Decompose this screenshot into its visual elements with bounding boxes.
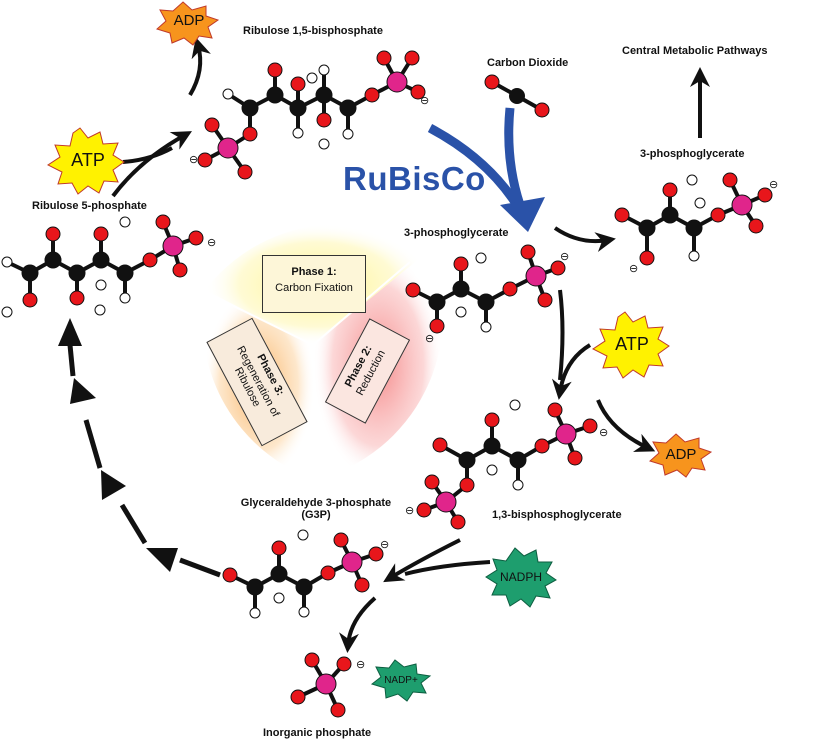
nadp-burst — [370, 659, 432, 702]
co2-molecule — [484, 74, 550, 118]
atp-left-badge: ATP — [71, 150, 105, 170]
co2-label: Carbon Dioxide — [487, 57, 569, 69]
rubisco-arrow — [427, 107, 545, 232]
phase1-title: Phase 1: — [291, 266, 337, 278]
r5p-atoms — [1, 214, 204, 318]
g3p-label-line1: Glyceraldehyde 3-phosphate — [240, 497, 392, 509]
charge-bpg-1: ⊖ — [599, 427, 609, 439]
bpg-atoms — [416, 399, 598, 530]
charge-pga-center-2: ⊖ — [425, 333, 435, 345]
pga-right-label: 3-phosphoglycerate — [640, 148, 745, 160]
pga-to-central-arrow — [553, 226, 616, 252]
rubp-atoms — [197, 50, 426, 180]
rubp-label: Ribulose 1,5-bisphosphate — [243, 25, 383, 37]
charge-pi: ⊖ — [356, 659, 366, 671]
nadph-burst — [485, 547, 557, 608]
nadph-badge: NADPH — [499, 570, 542, 584]
charge-pga-right-1: ⊖ — [769, 179, 779, 191]
atp-left-burst — [47, 127, 125, 195]
bpg-label: 1,3-bisphosphoglycerate — [492, 509, 622, 521]
rubisco-label: RuBisCo — [343, 160, 486, 197]
pga-center-atoms — [405, 244, 566, 334]
g3p-label: Glyceraldehyde 3-phosphate (G3P) — [228, 497, 404, 521]
atp-right-arrow — [551, 289, 656, 452]
atp-right-burst — [592, 311, 670, 379]
adp-top-burst — [156, 1, 220, 46]
g3p-atoms — [222, 529, 384, 619]
charge-bpg-2: ⊖ — [405, 505, 415, 517]
charge-r5p: ⊖ — [207, 237, 217, 249]
atp-to-rubp-arrow — [111, 37, 211, 198]
adp-top-badge: ADP — [173, 12, 205, 29]
pga-right-atoms — [614, 172, 773, 266]
r5p-label: Ribulose 5-phosphate — [32, 200, 147, 212]
pi-molecule — [290, 652, 352, 718]
pi-label: Inorganic phosphate — [263, 727, 372, 739]
charge-g3p: ⊖ — [380, 539, 390, 551]
charge-pga-right-2: ⊖ — [629, 263, 639, 275]
adp-right-burst — [649, 433, 713, 478]
phase1-box: Phase 1: Carbon Fixation — [262, 255, 366, 313]
regeneration-arrows — [58, 318, 221, 578]
charge-rubp-right: ⊖ — [420, 95, 430, 107]
pga-center-label: 3-phosphoglycerate — [404, 227, 509, 239]
nadp-badge: NADP+ — [384, 675, 418, 686]
nadph-arrow — [338, 538, 491, 653]
adp-right-badge: ADP — [665, 446, 697, 463]
g3p-molecule — [229, 539, 377, 613]
g3p-label-line2: (G3P) — [301, 509, 331, 521]
phase1-subtitle: Carbon Fixation — [275, 282, 353, 294]
charge-pga-center-1: ⊖ — [560, 251, 570, 263]
charge-rubp-left: ⊖ — [189, 154, 199, 166]
central-pathways-label: Central Metabolic Pathways — [622, 45, 768, 57]
badge-shapes — [47, 1, 713, 702]
pga-right-molecule — [621, 179, 766, 258]
atp-right-badge: ATP — [615, 334, 649, 354]
